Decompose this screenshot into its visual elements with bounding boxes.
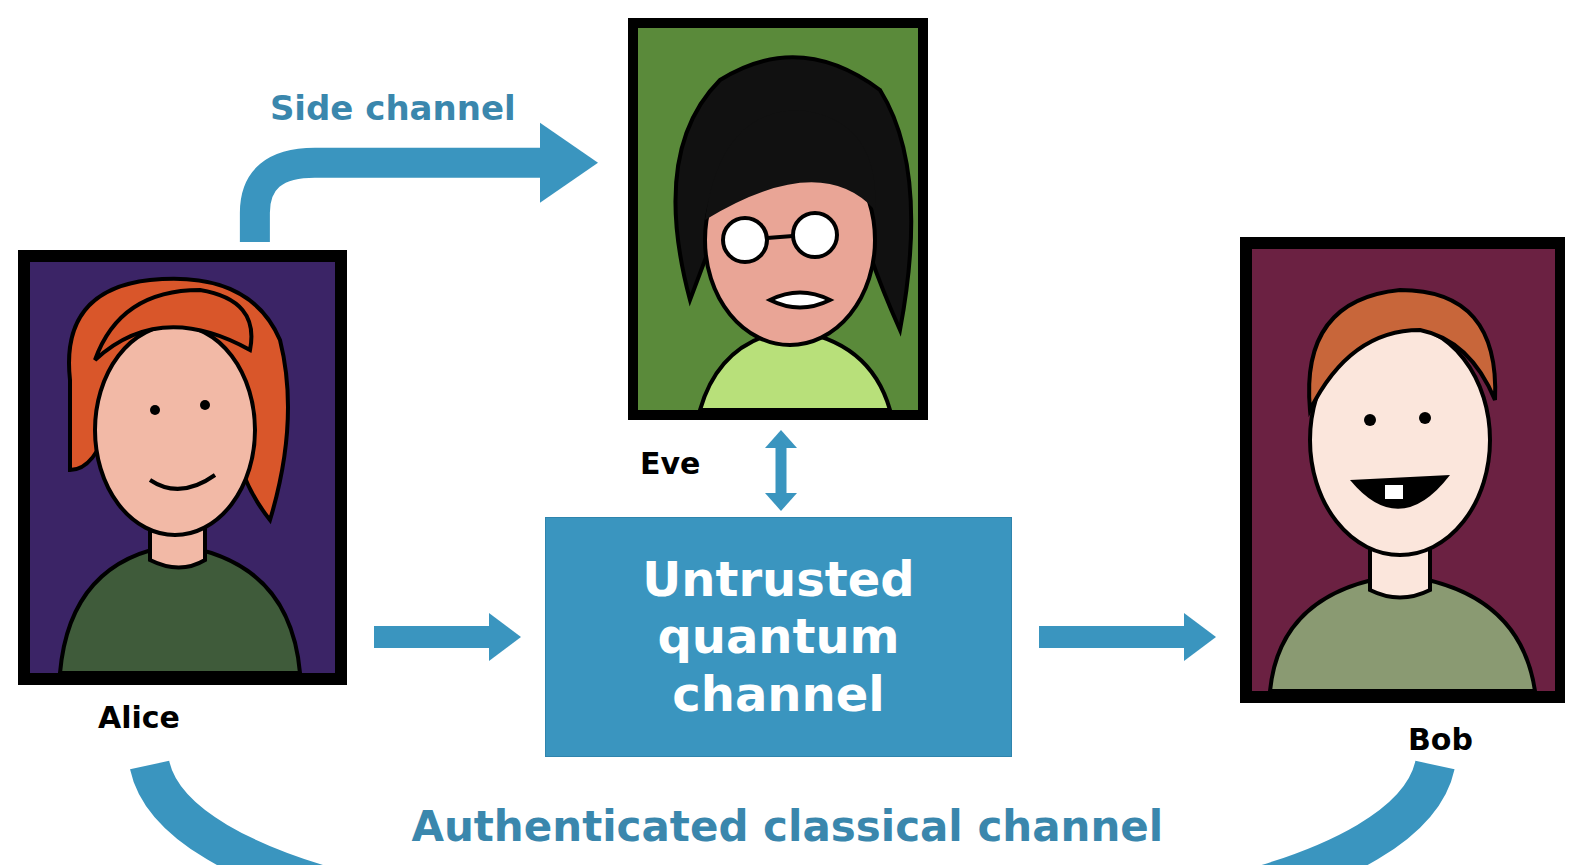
eve-portrait — [628, 18, 928, 420]
channel-arrow — [374, 613, 521, 661]
channel-label: Side channel — [270, 88, 516, 128]
person-name: Eve — [640, 446, 700, 481]
person-frame: Alice — [18, 250, 347, 685]
arrow-head — [765, 430, 797, 448]
connector-part — [374, 626, 493, 648]
connector-part — [255, 163, 543, 242]
person-name: Alice — [98, 700, 180, 735]
alice-portrait — [18, 250, 347, 685]
connector-part — [1039, 626, 1188, 648]
arrow-head — [540, 123, 598, 203]
channel-arrow — [255, 123, 598, 242]
person-name: Bob — [1408, 722, 1473, 757]
channel-label: Authenticated classical channel — [411, 802, 1163, 851]
channel-arrow — [1039, 613, 1216, 661]
arrow-head — [1184, 613, 1216, 661]
arrow-head — [489, 613, 521, 661]
bob-portrait — [1240, 237, 1565, 703]
channel-arrow — [765, 430, 797, 511]
channel-arrow — [150, 765, 1435, 865]
connector-part — [150, 765, 1435, 865]
box-label: Untrusted quantum channel — [629, 551, 929, 724]
arrow-head — [765, 493, 797, 511]
channel-box: Untrusted quantum channel — [545, 517, 1012, 757]
person-frame: Bob — [1240, 237, 1565, 703]
connector-part — [776, 444, 787, 497]
person-frame: Eve — [628, 18, 928, 420]
